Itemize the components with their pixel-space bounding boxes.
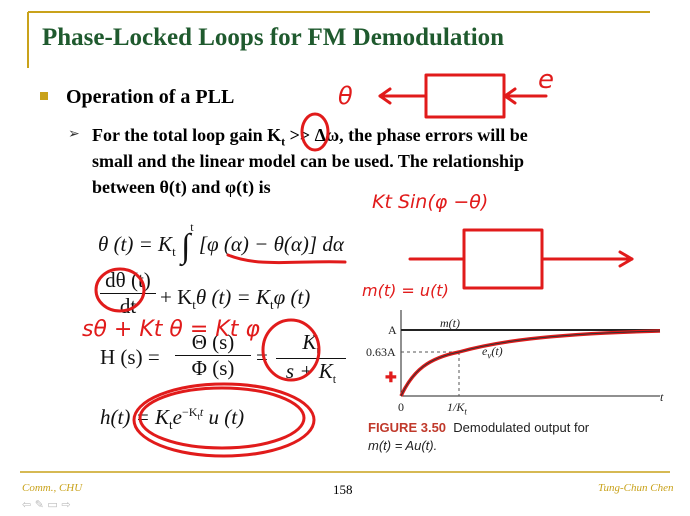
- eq1-rhs: [φ (α) − θ(α)] dα: [198, 232, 344, 256]
- ink-mt: m(t) = u(t): [362, 281, 449, 300]
- eq3-den1: Φ (s): [191, 356, 235, 380]
- figure-plot: ✚: [385, 310, 661, 397]
- caption-bold: FIGURE 3.50: [368, 420, 447, 435]
- ink-circle-dtheta: [94, 267, 146, 313]
- eq3-num1: Θ (s): [175, 330, 251, 356]
- ink-underline: [226, 253, 347, 265]
- eq1-lhs: θ (t) = K: [98, 232, 173, 256]
- ink-circle-kt-frac: [261, 318, 321, 382]
- label-evt: ev(t): [482, 344, 503, 360]
- ink-box-top: [424, 73, 506, 119]
- label-1k: 1/Kt: [447, 400, 467, 416]
- paragraph-line-2: small and the linear model can be used. …: [92, 151, 525, 171]
- eq3-fraction-1: Θ (s) Φ (s): [175, 330, 251, 381]
- para-text-b: >> Δω, the phase errors will be: [285, 125, 528, 145]
- eq2-rhs2: θ (t) = K: [195, 285, 270, 309]
- eq3-lhs: H (s) =: [100, 345, 160, 369]
- eq4-e: e: [172, 405, 182, 429]
- eq2-sub1: t: [192, 297, 196, 313]
- equation-1: θ (t) = Kt ∫t [φ (α) − θ(α)] dα: [98, 220, 344, 265]
- eq3-num2: K: [302, 330, 317, 354]
- eq4-exp-t: t: [199, 405, 204, 419]
- ink-circle-kt: [300, 112, 330, 152]
- label-mt: m(t): [440, 316, 460, 330]
- label-evt-sub: v: [487, 350, 492, 361]
- ink-s-eq: sθ + Kt θ = Kt φ: [82, 317, 260, 342]
- eq4-exp: −K: [181, 405, 198, 419]
- eq2-sub2: t: [269, 297, 274, 313]
- eq4-exp-wrap: −Ktt: [181, 405, 204, 422]
- section-heading: Operation of a PLL: [66, 86, 235, 108]
- ink-box-mid: [462, 228, 544, 290]
- eq1-int-upper: t: [190, 220, 194, 234]
- label-zero: 0: [398, 400, 404, 414]
- ink-theta: θ: [338, 82, 353, 110]
- figure-caption-1: FIGURE 3.50 Demodulated output for: [368, 420, 589, 435]
- eq2-rhs3: φ (t): [273, 285, 311, 309]
- page-number: 158: [333, 482, 353, 497]
- eq4-exp-sub: t: [197, 411, 200, 422]
- paragraph-line-1: For the total loop gain Kt >> Δω, the ph…: [92, 122, 612, 155]
- eq3-equals: =: [256, 345, 268, 369]
- label-1k-sub: t: [464, 406, 467, 417]
- eq1-sub: t: [172, 244, 176, 260]
- label-1k-text: 1/K: [447, 400, 465, 414]
- ink-circle-ht-2: [132, 382, 316, 458]
- eq2-rhs: + K: [160, 285, 193, 309]
- eq4-rhs: u (t): [208, 405, 245, 429]
- ink-arrow-in-head: [503, 87, 517, 105]
- caption-text: Demodulated output for: [453, 420, 590, 435]
- plot-ev-curve-print: [400, 330, 661, 397]
- label-063A: 0.63A: [366, 345, 396, 359]
- equation-2: + Ktθ (t) = Ktφ (t): [160, 285, 310, 313]
- ink-ev: e: [538, 65, 554, 95]
- label-A: A: [388, 323, 397, 337]
- para-text-a: For the total loop gain K: [92, 125, 282, 145]
- eq3-den2-sub: t: [332, 372, 337, 387]
- paragraph-line-3: between θ(t) and φ(t) is: [92, 177, 271, 197]
- footer-left: Comm., CHU: [22, 482, 83, 494]
- label-t: t: [660, 390, 664, 404]
- slide-title: Phase-Locked Loops for FM Demodulation: [42, 24, 505, 51]
- ink-ksin: Kt Sin(φ −θ): [372, 191, 488, 213]
- label-evt-e: e: [482, 344, 488, 358]
- slide-nav-controls[interactable]: ⇦ ✎ ▭ ⇨: [22, 498, 71, 511]
- integral-sign: ∫: [180, 228, 191, 265]
- ink-arrow-out-head: [378, 87, 392, 105]
- ink-circle-ht: [138, 386, 306, 450]
- sub-bullet-arrow-icon: ➢: [68, 126, 80, 142]
- eq4-sub: t: [169, 417, 173, 433]
- label-evt-tail: (t): [491, 344, 503, 358]
- figure-caption-2: m(t) = Au(t).: [368, 438, 438, 453]
- bullet-square-icon: [40, 92, 48, 100]
- plot-red-mark: ✚: [385, 371, 397, 386]
- footer-right: Tung-Chun Chen: [598, 482, 674, 494]
- para-sub: t: [281, 134, 286, 149]
- ink-arrow-right-head: [618, 250, 634, 268]
